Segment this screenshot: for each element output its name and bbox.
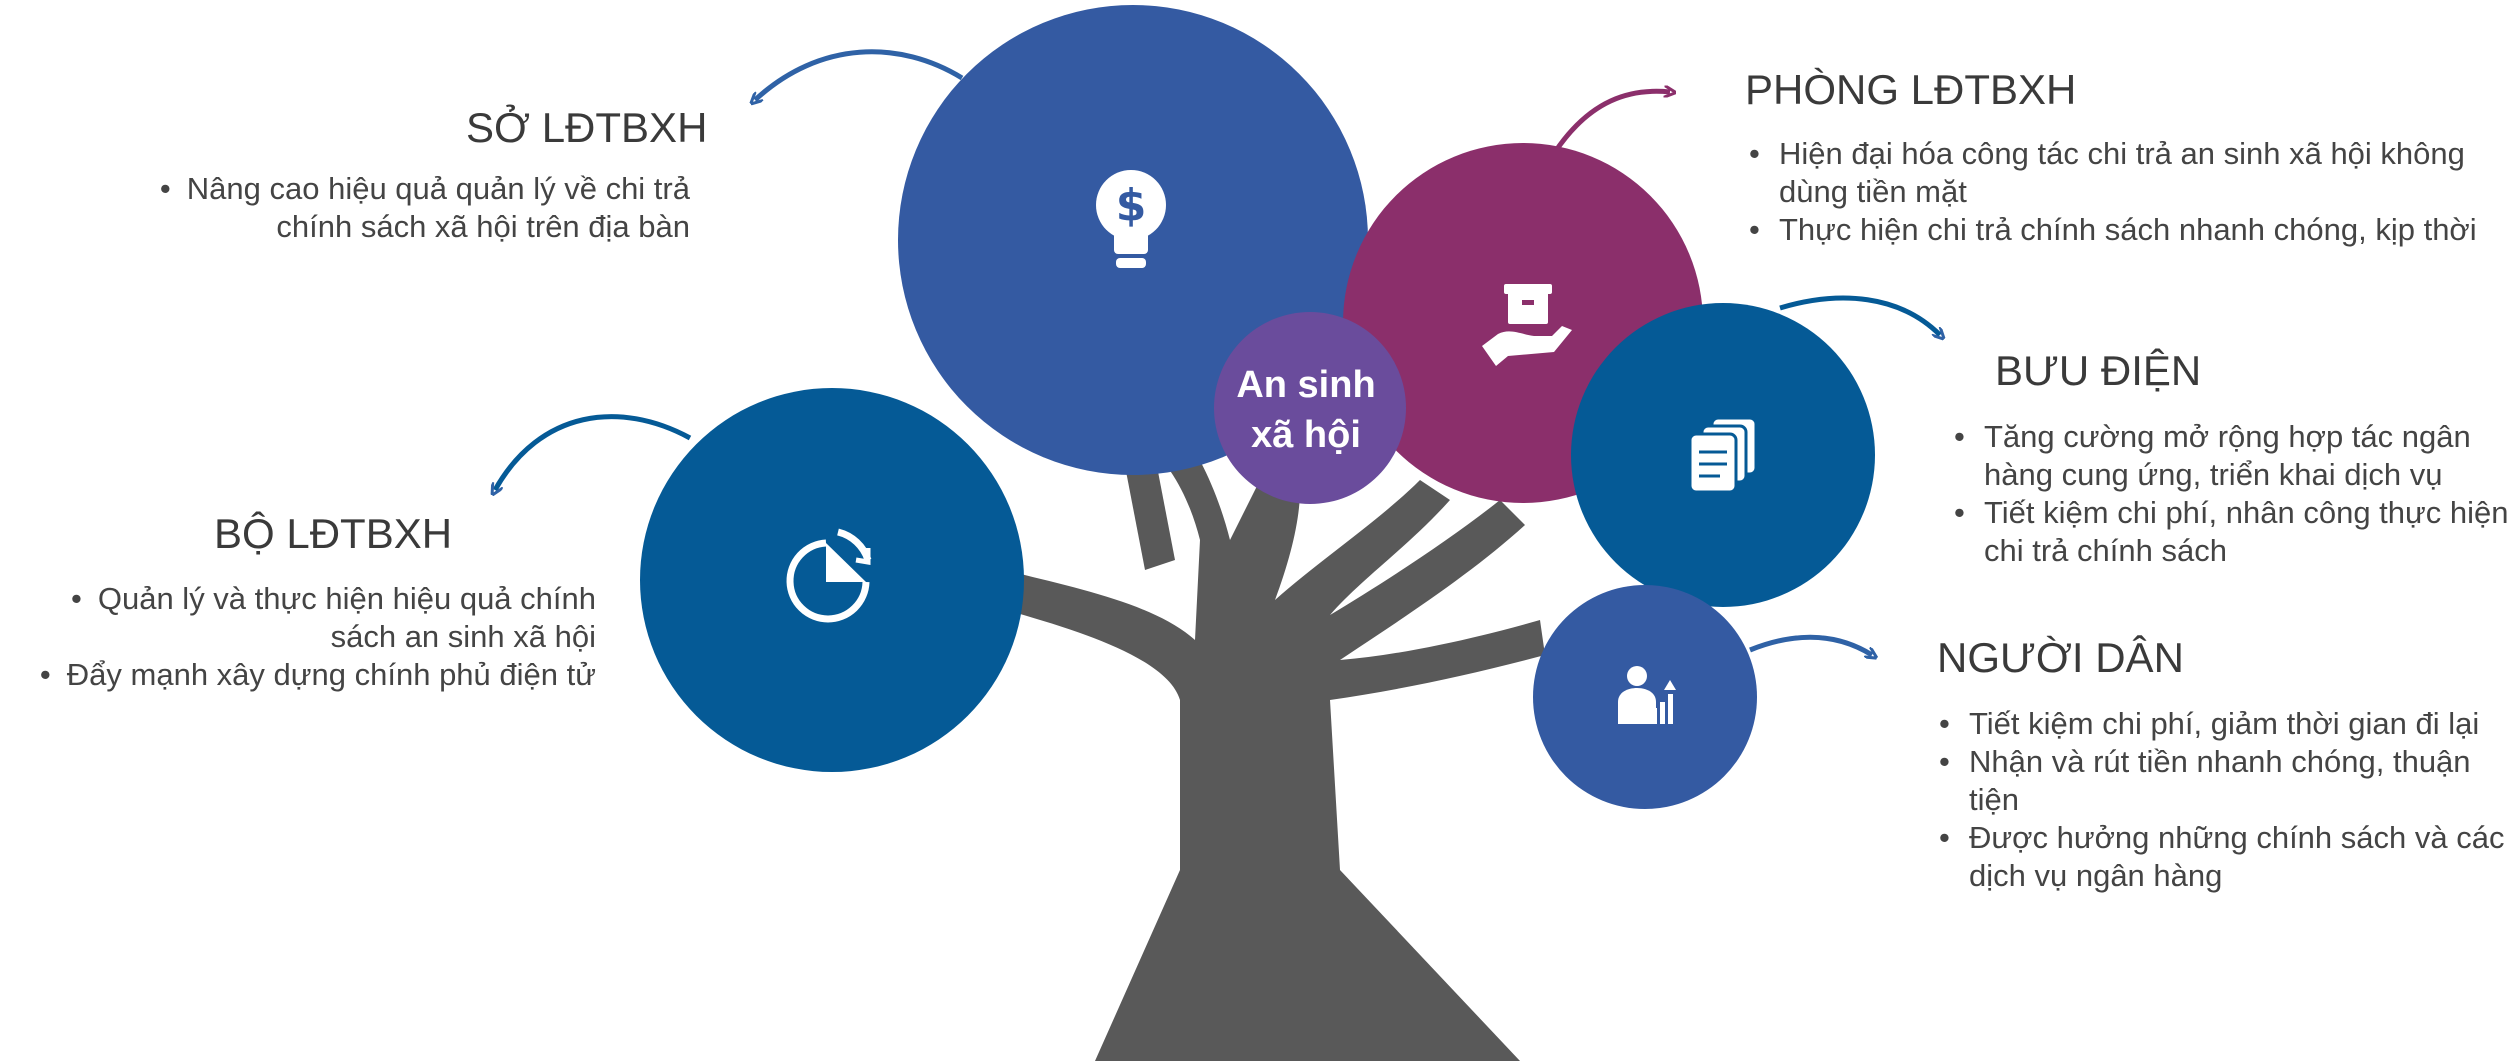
- list-item: Thực hiện chi trả chính sách nhanh chóng…: [1745, 211, 2514, 249]
- svg-text:$: $: [1116, 180, 1147, 231]
- hand-box-icon: [1482, 284, 1572, 366]
- tree-trunk: [970, 420, 1545, 1061]
- arrow-buudien: [1779, 295, 1940, 335]
- list-item: Hiện đại hóa công tác chi trả an sinh xã…: [1745, 135, 2514, 211]
- buudien-list: Tăng cường mở rộng hợp tác ngân hàng cun…: [1950, 418, 2510, 570]
- so-list: Nâng cao hiệu quả quản lý về chi trả chí…: [100, 170, 690, 246]
- arrow-phong: [1552, 91, 1670, 154]
- list-item: Đẩy mạnh xây dựng chính phủ điện tử: [0, 656, 596, 694]
- buudien-title: BƯU ĐIỆN: [1995, 347, 2202, 394]
- person-growth-chart-icon: [1618, 666, 1676, 724]
- bo-list: Quản lý và thực hiện hiệu quả chính sách…: [0, 580, 596, 694]
- list-item: Nhận và rút tiền nhanh chóng, thuận tiện: [1935, 743, 2513, 819]
- so-title: SỞ LĐTBXH: [466, 104, 708, 151]
- arrow-so: [755, 49, 964, 100]
- center-label-line1: An sinh: [1236, 364, 1376, 406]
- list-item: Tiết kiệm chi phí, giảm thời gian đi lại: [1935, 705, 2513, 743]
- phong-list: Hiện đại hóa công tác chi trả an sinh xã…: [1745, 135, 2514, 249]
- center-label: An sinh xã hội: [1226, 360, 1386, 460]
- center-label-line2: xã hội: [1251, 414, 1361, 456]
- nguoidan-list: Tiết kiệm chi phí, giảm thời gian đi lại…: [1935, 705, 2513, 895]
- list-item: Nâng cao hiệu quả quản lý về chi trả chí…: [100, 170, 690, 246]
- documents-icon: [1688, 416, 1758, 494]
- phong-title: PHÒNG LĐTBXH: [1745, 66, 2077, 113]
- list-item: Quản lý và thực hiện hiệu quả chính sách…: [0, 580, 596, 656]
- nguoidan-title: NGƯỜI DÂN: [1937, 634, 2184, 681]
- arrow-nguoidan: [1749, 634, 1872, 655]
- list-item: Được hưởng những chính sách và các dịch …: [1935, 819, 2513, 895]
- circle-center: [1214, 312, 1406, 504]
- dollar-lightbulb-icon: $: [1096, 170, 1166, 268]
- arrow-bo: [495, 414, 692, 490]
- list-item: Tiết kiệm chi phí, nhân công thực hiện c…: [1950, 494, 2510, 570]
- list-item: Tăng cường mở rộng hợp tác ngân hàng cun…: [1950, 418, 2510, 494]
- pie-chart-refresh-icon: [786, 528, 872, 623]
- bo-title: BỘ LĐTBXH: [214, 510, 453, 557]
